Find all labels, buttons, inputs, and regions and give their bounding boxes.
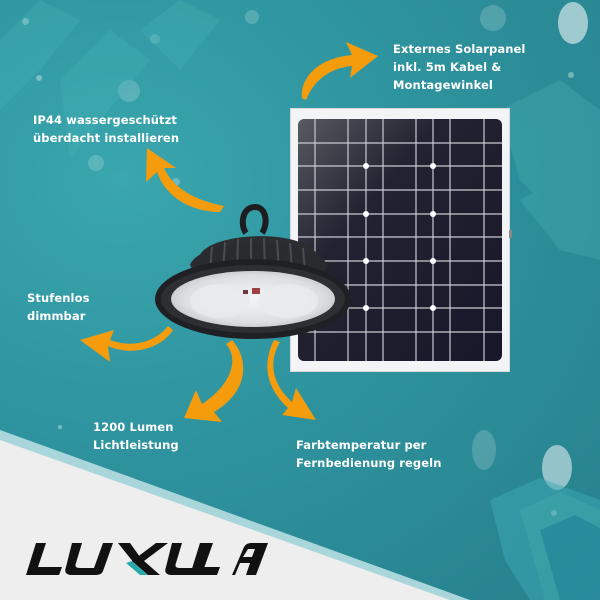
- bokeh-dot: [568, 72, 574, 78]
- bokeh-dot: [172, 178, 180, 186]
- arrow-to-lumen-icon: [184, 340, 244, 422]
- bokeh-dot: [245, 10, 259, 24]
- bokeh-dot: [22, 18, 29, 25]
- feature-text-line: Fernbedienung regeln: [296, 456, 442, 470]
- panel-bracket: [509, 230, 512, 238]
- bokeh-dot: [58, 425, 62, 429]
- bokeh-dot: [150, 34, 160, 44]
- feature-text-line: 1200 Lumen: [93, 420, 174, 434]
- arrow-to-dimm-icon: [80, 326, 173, 362]
- feature-label-ip44: IP44 wassergeschützt überdacht installie…: [33, 111, 179, 147]
- feature-text-line: Montagewinkel: [393, 78, 493, 92]
- feature-label-solar: Externes Solarpanel inkl. 5m Kabel & Mon…: [393, 40, 525, 94]
- ufo-lamp-image: [155, 203, 350, 339]
- bokeh-dot: [36, 75, 42, 81]
- luxula-logo-tail: [190, 543, 268, 575]
- feature-label-color: Farbtemperatur per Fernbedienung regeln: [296, 436, 441, 472]
- feature-text-line: Externes Solarpanel: [393, 42, 526, 56]
- bokeh-dot: [480, 5, 506, 31]
- bokeh-dot: [472, 430, 496, 470]
- bokeh-dot: [558, 2, 588, 44]
- feature-text-line: Stufenlos: [27, 291, 90, 305]
- feature-text-line: inkl. 5m Kabel &: [393, 60, 502, 74]
- feature-text-line: IP44 wassergeschützt: [33, 113, 178, 127]
- arrow-to-ip44-icon: [146, 148, 224, 212]
- feature-text-line: überdacht installieren: [33, 131, 180, 145]
- feature-label-lumen: 1200 Lumen Lichtleistung: [93, 418, 179, 454]
- bokeh-dot: [118, 80, 140, 102]
- feature-text-line: dimmbar: [27, 309, 86, 323]
- arrow-to-color-icon: [267, 340, 316, 420]
- feature-label-dimm: Stufenlos dimmbar: [27, 289, 90, 325]
- arrow-to-solar-icon: [301, 42, 378, 100]
- feature-text-line: Farbtemperatur per: [296, 438, 427, 452]
- feature-text-line: Lichtleistung: [93, 438, 179, 452]
- bokeh-dot: [88, 155, 104, 171]
